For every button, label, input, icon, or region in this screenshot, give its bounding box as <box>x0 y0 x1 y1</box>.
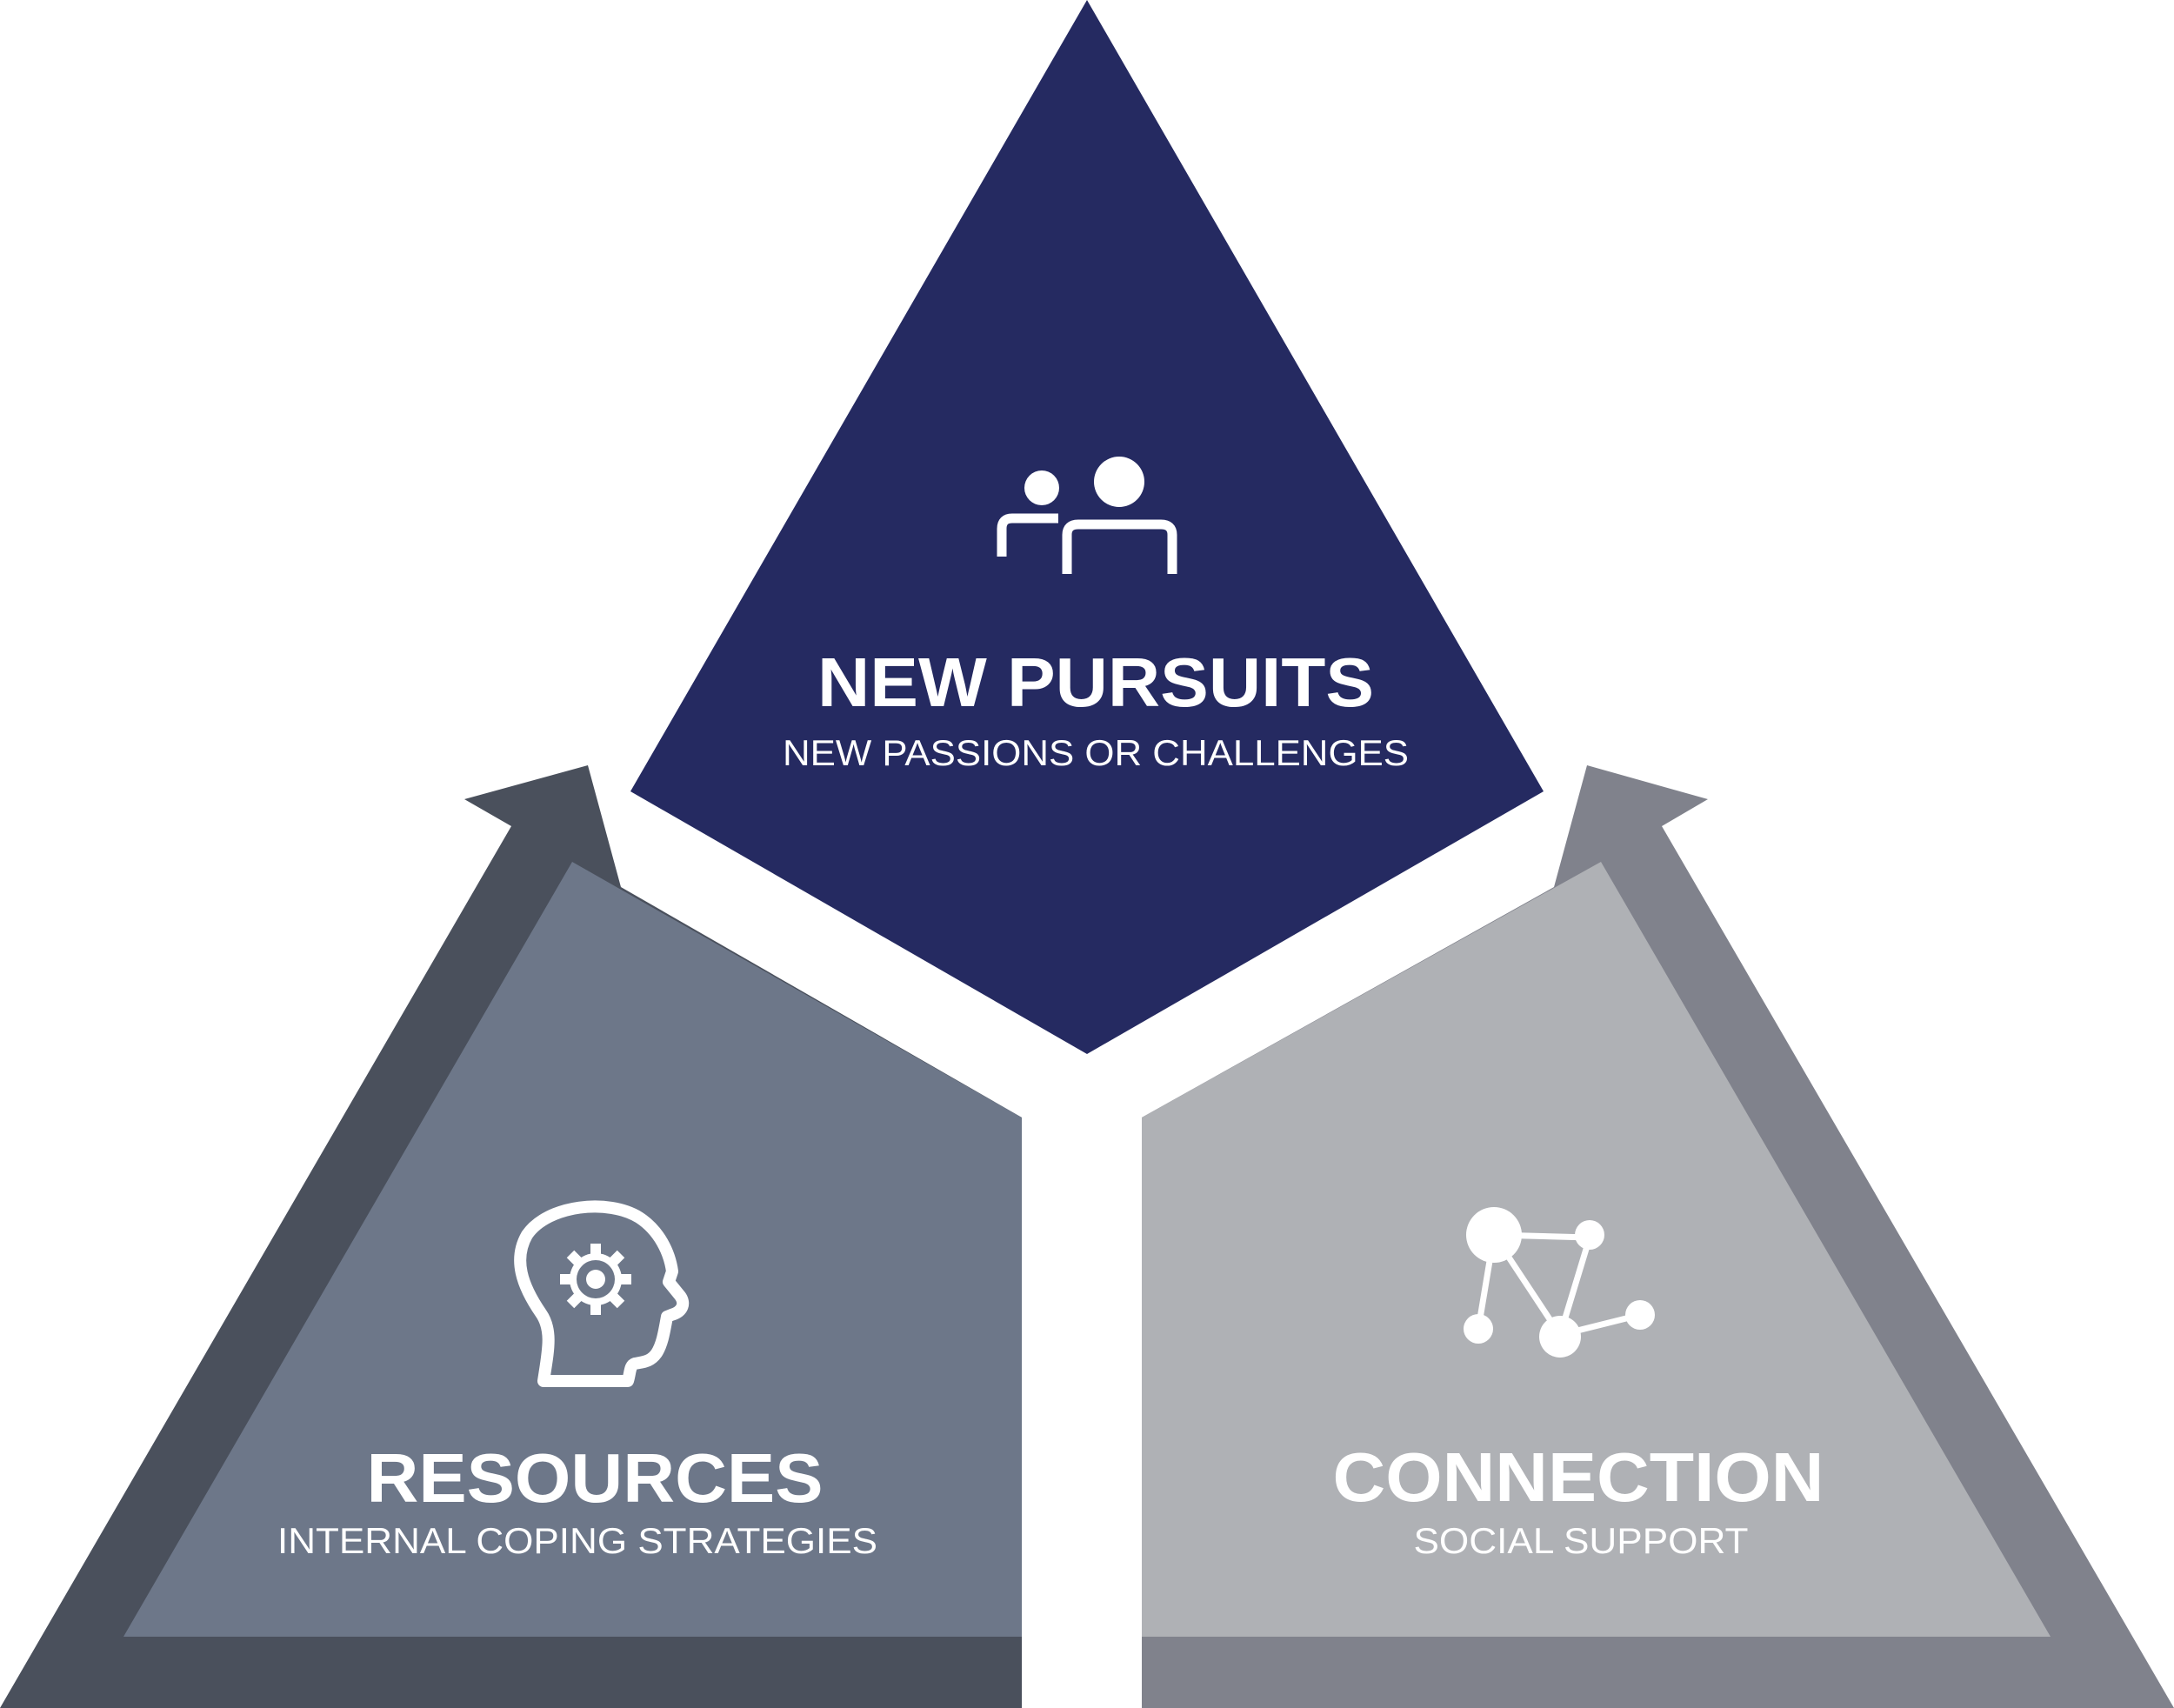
network-icon <box>1464 1207 1655 1358</box>
two-people-icon <box>997 457 1177 574</box>
new-pursuits-subtitle: NEW PASSIONS OR CHALLENGES <box>783 732 1409 773</box>
resources-title: RESOURCES <box>367 1439 824 1517</box>
new-pursuits-section: NEW PURSUITS NEW PASSIONS OR CHALLENGES <box>630 0 1544 1054</box>
right-panel <box>1142 862 2051 1637</box>
connection-title: CONNECTION <box>1333 1438 1824 1516</box>
resources-subtitle: INTERNAL COPING STRATEGIES <box>277 1520 877 1561</box>
connection-section <box>1142 765 2174 1708</box>
left-panel <box>123 862 1022 1637</box>
resources-section <box>0 765 1022 1708</box>
head-gear-icon <box>514 1200 690 1387</box>
new-pursuits-title: NEW PURSUITS <box>817 644 1374 721</box>
connection-subtitle: SOCIAL SUPPORT <box>1414 1520 1749 1561</box>
